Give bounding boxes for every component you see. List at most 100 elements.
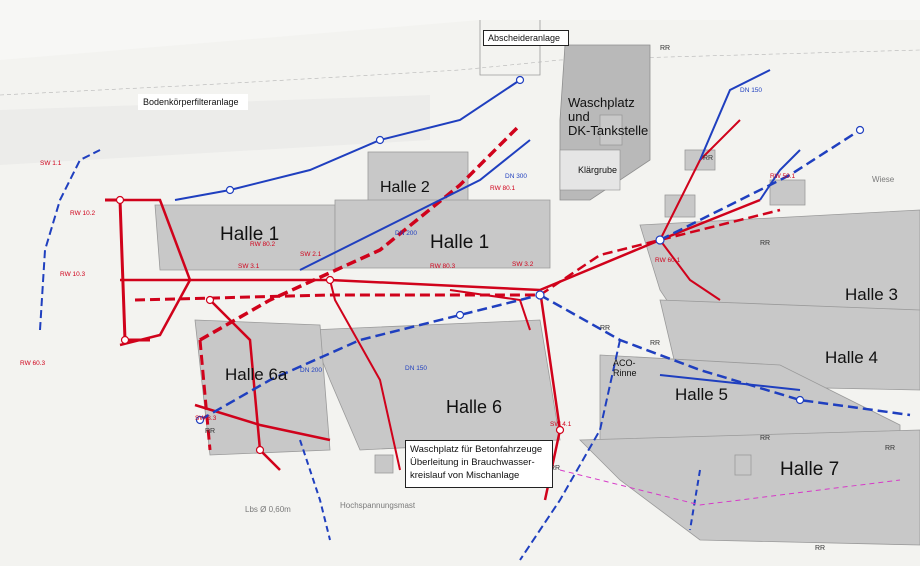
- blue-dashed-pipe: [39, 149, 101, 331]
- halle-7: [579, 429, 920, 546]
- note-line-1: Waschplatz für Betonfahrzeuge: [410, 444, 543, 455]
- halle-1-left-label: Halle 1: [220, 224, 279, 245]
- annotation: SW 3.3: [195, 415, 217, 422]
- annotation: SW 2.1: [300, 251, 322, 258]
- blue-dashed-pipe: [539, 293, 911, 417]
- road-area: [0, 95, 430, 165]
- abscheideranlage-label: Abscheideranlage: [483, 30, 569, 46]
- note-line-3: kreislauf von Mischanlage: [410, 470, 520, 481]
- blue-dashed-pipe: [689, 469, 701, 531]
- annotation: RW 10.2: [70, 210, 96, 217]
- annotation: SW 4.1: [550, 421, 572, 428]
- schmutzwasser-dashed: [134, 123, 781, 451]
- manhole: [455, 310, 465, 320]
- blue-pipe: [174, 79, 521, 201]
- blue-dashed-pipe: [519, 339, 621, 561]
- rr-marker: RR: [660, 45, 670, 52]
- red-pipe: [209, 299, 281, 471]
- red-dashed-pipe: [198, 339, 212, 451]
- shed: [374, 454, 394, 474]
- annotation: SW 3.1: [238, 263, 260, 270]
- rr-markers: RR RR RR RR RR RR RR RR RR RR: [205, 45, 895, 552]
- halle-6-label: Halle 6: [446, 397, 502, 417]
- red-pipe: [329, 279, 401, 471]
- wiese-label: Wiese: [872, 175, 895, 184]
- manhole: [555, 425, 565, 435]
- boundary-line: [0, 49, 920, 96]
- manhole: [255, 445, 265, 455]
- annotation: RW 80.1: [490, 185, 516, 192]
- rr-marker: RR: [550, 465, 560, 472]
- blue-pipe: [699, 69, 771, 161]
- manhole: [855, 125, 865, 135]
- blue-annotations: DN 150 DN 200 DN 300 DN 150 DN 200: [300, 87, 762, 374]
- halle-4-label: Halle 4: [825, 348, 878, 367]
- annotation: RW 60.3: [20, 360, 46, 367]
- manholes: [195, 75, 865, 425]
- blue-pipe: [659, 374, 801, 391]
- shed: [599, 114, 623, 146]
- manhole: [795, 395, 805, 405]
- annotation: RW 80.3: [430, 263, 456, 270]
- regenwasser-network: [39, 69, 911, 561]
- waschplatz-label-1: Waschplatz: [568, 95, 635, 110]
- annotation: DN 150: [740, 87, 762, 94]
- red-dashed-pipe: [539, 208, 781, 297]
- manholes-red: [115, 195, 565, 455]
- note-line-2: Überleitung in Brauchwasser-: [410, 457, 535, 468]
- manhole: [120, 335, 130, 345]
- halle-5-label: Halle 5: [675, 385, 728, 404]
- magenta-line: [559, 469, 901, 506]
- annotation: SW 3.2: [512, 261, 534, 268]
- manhole: [115, 195, 125, 205]
- halle-1-center: [334, 199, 551, 269]
- blue-dashed-pipe: [659, 128, 861, 242]
- manhole: [535, 290, 545, 300]
- manhole: [205, 295, 215, 305]
- shed: [769, 179, 806, 206]
- annotation: RW 50.1: [770, 173, 796, 180]
- waschplatz-label-3: DK-Tankstelle: [568, 123, 648, 138]
- halle-2-label: Halle 2: [380, 179, 430, 196]
- rr-marker: RR: [760, 240, 770, 247]
- annotation: RW 60.1: [655, 257, 681, 264]
- manhole: [655, 235, 665, 245]
- halle-7-label: Halle 7: [780, 459, 839, 480]
- rr-marker: RR: [760, 435, 770, 442]
- annotation: DN 300: [505, 173, 527, 180]
- annotation: DN 200: [300, 367, 322, 374]
- boundary-line: [479, 20, 541, 76]
- red-pipe: [659, 239, 721, 301]
- halle-2: [367, 151, 469, 203]
- halle-6a: [194, 319, 331, 456]
- hochspannung-label: Hochspannungsmast: [340, 501, 416, 510]
- manhole: [225, 185, 235, 195]
- lbs-label: Lbs Ø 0,60m: [245, 505, 291, 514]
- red-dashed-pipe: [199, 123, 522, 342]
- blue-dashed-pipe: [299, 439, 331, 541]
- halle-6a-label: Halle 6a: [225, 365, 288, 384]
- aco-rinne-label-1: ACO-: [613, 358, 636, 368]
- annotation: DN 200: [395, 230, 417, 237]
- annotation: DN 150: [405, 365, 427, 372]
- shed: [664, 194, 696, 218]
- red-dashed-pipe: [134, 293, 540, 302]
- rr-marker: RR: [885, 445, 895, 452]
- manhole: [515, 75, 525, 85]
- blue-dashed-pipe: [199, 293, 541, 422]
- rr-marker: RR: [600, 325, 610, 332]
- manhole: [325, 275, 335, 285]
- halle-1-center-label: Halle 1: [430, 232, 489, 253]
- red-pipe: [449, 289, 531, 331]
- rr-marker: RR: [815, 545, 825, 552]
- manhole: [195, 415, 205, 425]
- aco-rinne-label-2: Rinne: [613, 368, 637, 378]
- annotation: RW 10.3: [60, 271, 86, 278]
- rr-marker: RR: [205, 428, 215, 435]
- waschplatz-note: Waschplatz für Betonfahrzeuge Überleitun…: [405, 440, 553, 488]
- klaergrube-area: [559, 149, 621, 191]
- waschplatz-label-2: und: [568, 109, 590, 124]
- blue-pipe: [299, 139, 531, 271]
- shed: [734, 454, 752, 476]
